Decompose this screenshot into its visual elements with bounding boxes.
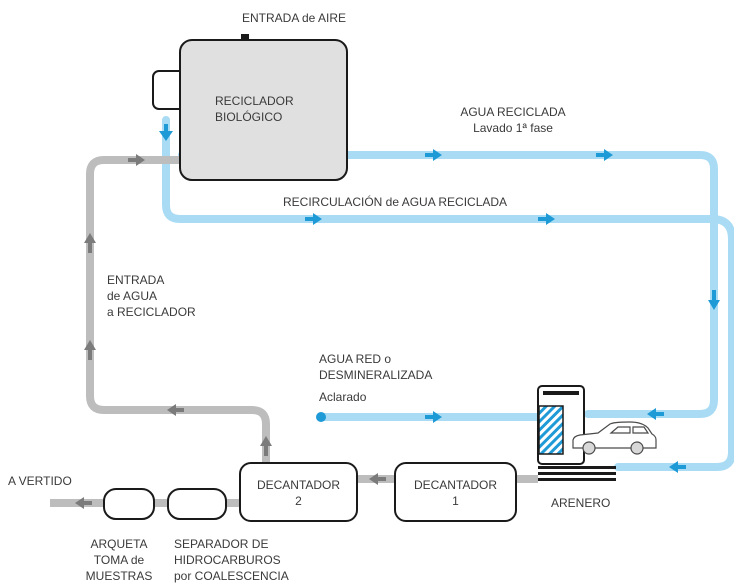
sampling-box-label-line: ARQUETA xyxy=(90,537,148,551)
mains-water-label-line: AGUA RED o xyxy=(319,352,392,366)
recirculation-label: RECIRCULACIÓN de AGUA RECICLADA xyxy=(283,195,508,209)
blue-arrows xyxy=(159,124,720,473)
recirculation-pipe xyxy=(162,116,734,471)
separator-label: SEPARADOR DE HIDROCARBUROS por COALESCEN… xyxy=(174,536,289,584)
decanter-2-box xyxy=(239,462,358,522)
sampling-box-label: ARQUETA TOMA de MUESTRAS xyxy=(79,536,159,584)
separator-label-line: HIDROCARBUROS xyxy=(174,553,281,567)
flow-arrow-icon xyxy=(84,233,96,253)
decanter-1-box xyxy=(394,462,517,522)
sand-trap-label: ARENERO xyxy=(551,496,611,510)
mains-water-label-line: DESMINERALIZADA xyxy=(319,368,433,382)
flow-arrow-icon xyxy=(708,290,720,310)
decanter-2-label: DECANTADOR 2 xyxy=(240,477,357,509)
car-icon xyxy=(572,421,657,455)
water-inlet-label: ENTRADA de AGUA a RECICLADOR xyxy=(107,272,196,320)
water-inlet-label-line: de AGUA xyxy=(107,289,158,303)
recycler-label-line: RECICLADOR xyxy=(215,94,294,108)
hydrocarbon-separator-box xyxy=(167,488,227,520)
air-inlet-nozzle xyxy=(241,34,249,40)
flow-arrow-icon xyxy=(596,149,613,161)
flow-arrow-icon xyxy=(425,149,442,161)
flow-arrow-icon xyxy=(84,340,96,360)
separator-label-line: por COALESCENCIA xyxy=(174,569,289,583)
flow-arrow-icon xyxy=(369,473,386,485)
decanter-1-label: DECANTADOR 1 xyxy=(395,477,516,509)
sampling-box-label-line: TOMA de xyxy=(93,553,145,567)
separator-label-line: SEPARADOR DE xyxy=(174,537,269,551)
decanter-2-label-line: 2 xyxy=(295,494,302,508)
recycled-water-title: AGUA RECICLADA xyxy=(460,105,566,119)
water-inlet-label-line: ENTRADA xyxy=(107,273,165,287)
flow-arrow-icon xyxy=(647,408,664,420)
mains-water-source xyxy=(316,412,326,422)
decanter-1-label-line: DECANTADOR xyxy=(413,478,498,492)
rinse-label: Aclarado xyxy=(319,390,367,404)
flow-arrow-icon xyxy=(167,404,184,416)
recycler-label-line: BIOLÓGICO xyxy=(215,110,283,124)
gray-pipes xyxy=(50,156,538,507)
air-inlet-label: ENTRADA de AIRE xyxy=(242,11,347,25)
flow-arrow-icon xyxy=(260,436,272,456)
mains-water-label: AGUA RED o DESMINERALIZADA xyxy=(319,351,432,383)
flow-arrow-icon xyxy=(669,461,686,473)
gray-arrows xyxy=(75,154,386,509)
flow-arrow-icon xyxy=(128,154,145,166)
flow-arrow-icon xyxy=(75,497,92,509)
decanter-2-label-line: DECANTADOR xyxy=(256,478,341,492)
flow-arrow-icon xyxy=(305,213,322,225)
return-to-recycler-pipe xyxy=(86,156,270,466)
sampling-box-label-line: MUESTRAS xyxy=(85,569,153,583)
recycler-label: RECICLADOR BIOLÓGICO xyxy=(215,93,294,125)
to-drain-label: A VERTIDO xyxy=(8,474,72,488)
recycled-water-subtitle: Lavado 1ª fase xyxy=(473,121,553,135)
recycler-tank xyxy=(179,39,348,181)
recycled-water-label: AGUA RECICLADA Lavado 1ª fase xyxy=(448,104,578,136)
biological-recycler xyxy=(152,34,348,181)
flow-arrow-icon xyxy=(159,131,173,141)
water-inlet-label-line: a RECICLADOR xyxy=(107,305,196,319)
flow-arrow-icon xyxy=(425,411,442,423)
recycled-water-pipe xyxy=(178,151,718,418)
sampling-box xyxy=(103,488,155,520)
flow-arrow-icon xyxy=(538,213,555,225)
decanter-1-label-line: 1 xyxy=(452,494,459,508)
